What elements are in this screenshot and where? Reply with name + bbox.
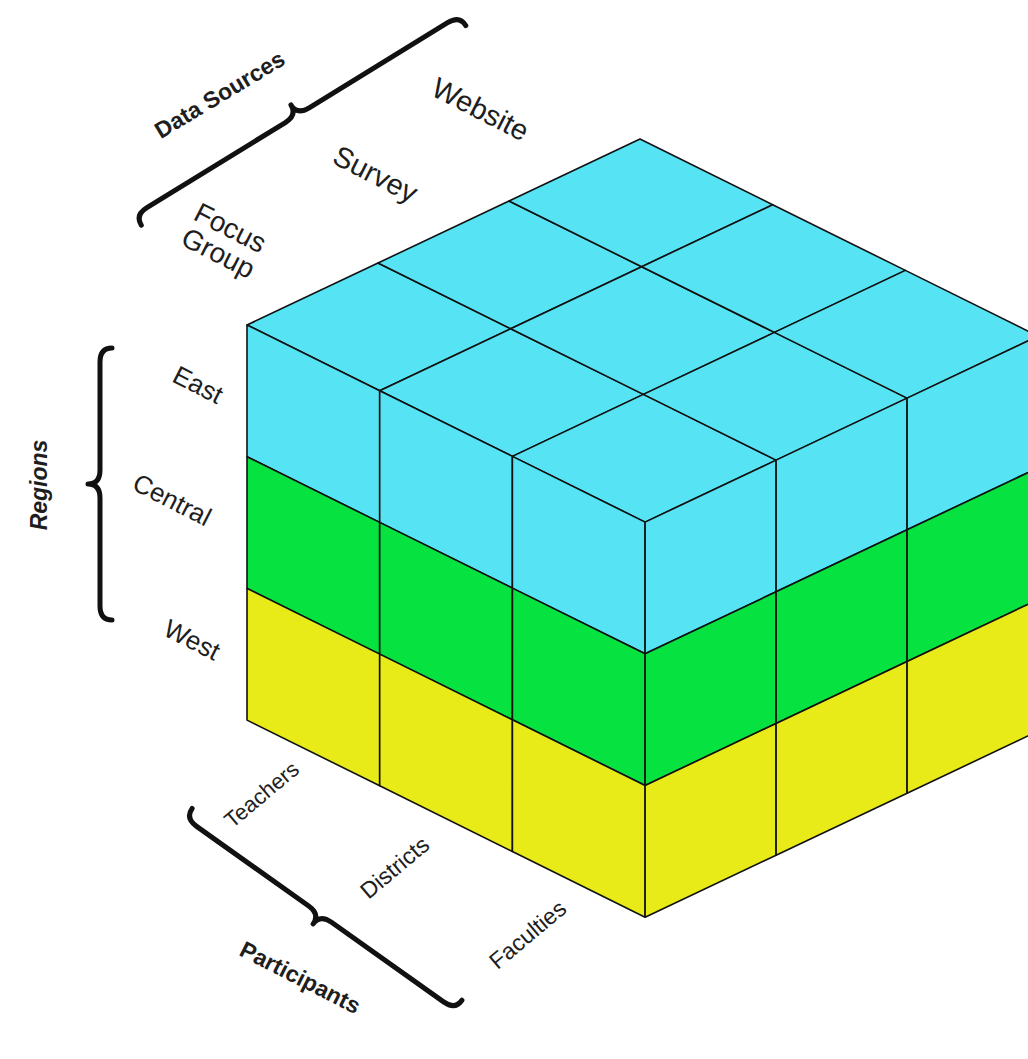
axis-label: East: [168, 360, 227, 409]
data-cube: [247, 139, 1028, 917]
cube-side-cell: [645, 724, 776, 918]
cube-front-cell: [380, 654, 513, 851]
axis-label: Survey: [328, 140, 423, 209]
cube-front-cell: [512, 720, 645, 917]
axis-title: Regions: [27, 440, 52, 531]
axis-label: Faculties: [485, 896, 572, 975]
cube-front-cell: [247, 588, 380, 785]
data-sources-brace: [129, 5, 466, 225]
axis-label: Focus Group: [177, 198, 287, 291]
participants-brace: [178, 808, 462, 1019]
regions-brace: [88, 348, 112, 620]
axis-label: Website: [426, 72, 533, 148]
cube-side-cell: [907, 600, 1028, 794]
cube-side-cell: [776, 662, 907, 856]
axis-title: Participants: [236, 937, 365, 1019]
axis-label: Districts: [356, 832, 435, 904]
axis-title: Data Sources: [150, 46, 289, 143]
axis-label: Teachers: [220, 757, 304, 833]
axis-label: Central: [128, 468, 216, 532]
axis-label: West: [159, 614, 224, 666]
